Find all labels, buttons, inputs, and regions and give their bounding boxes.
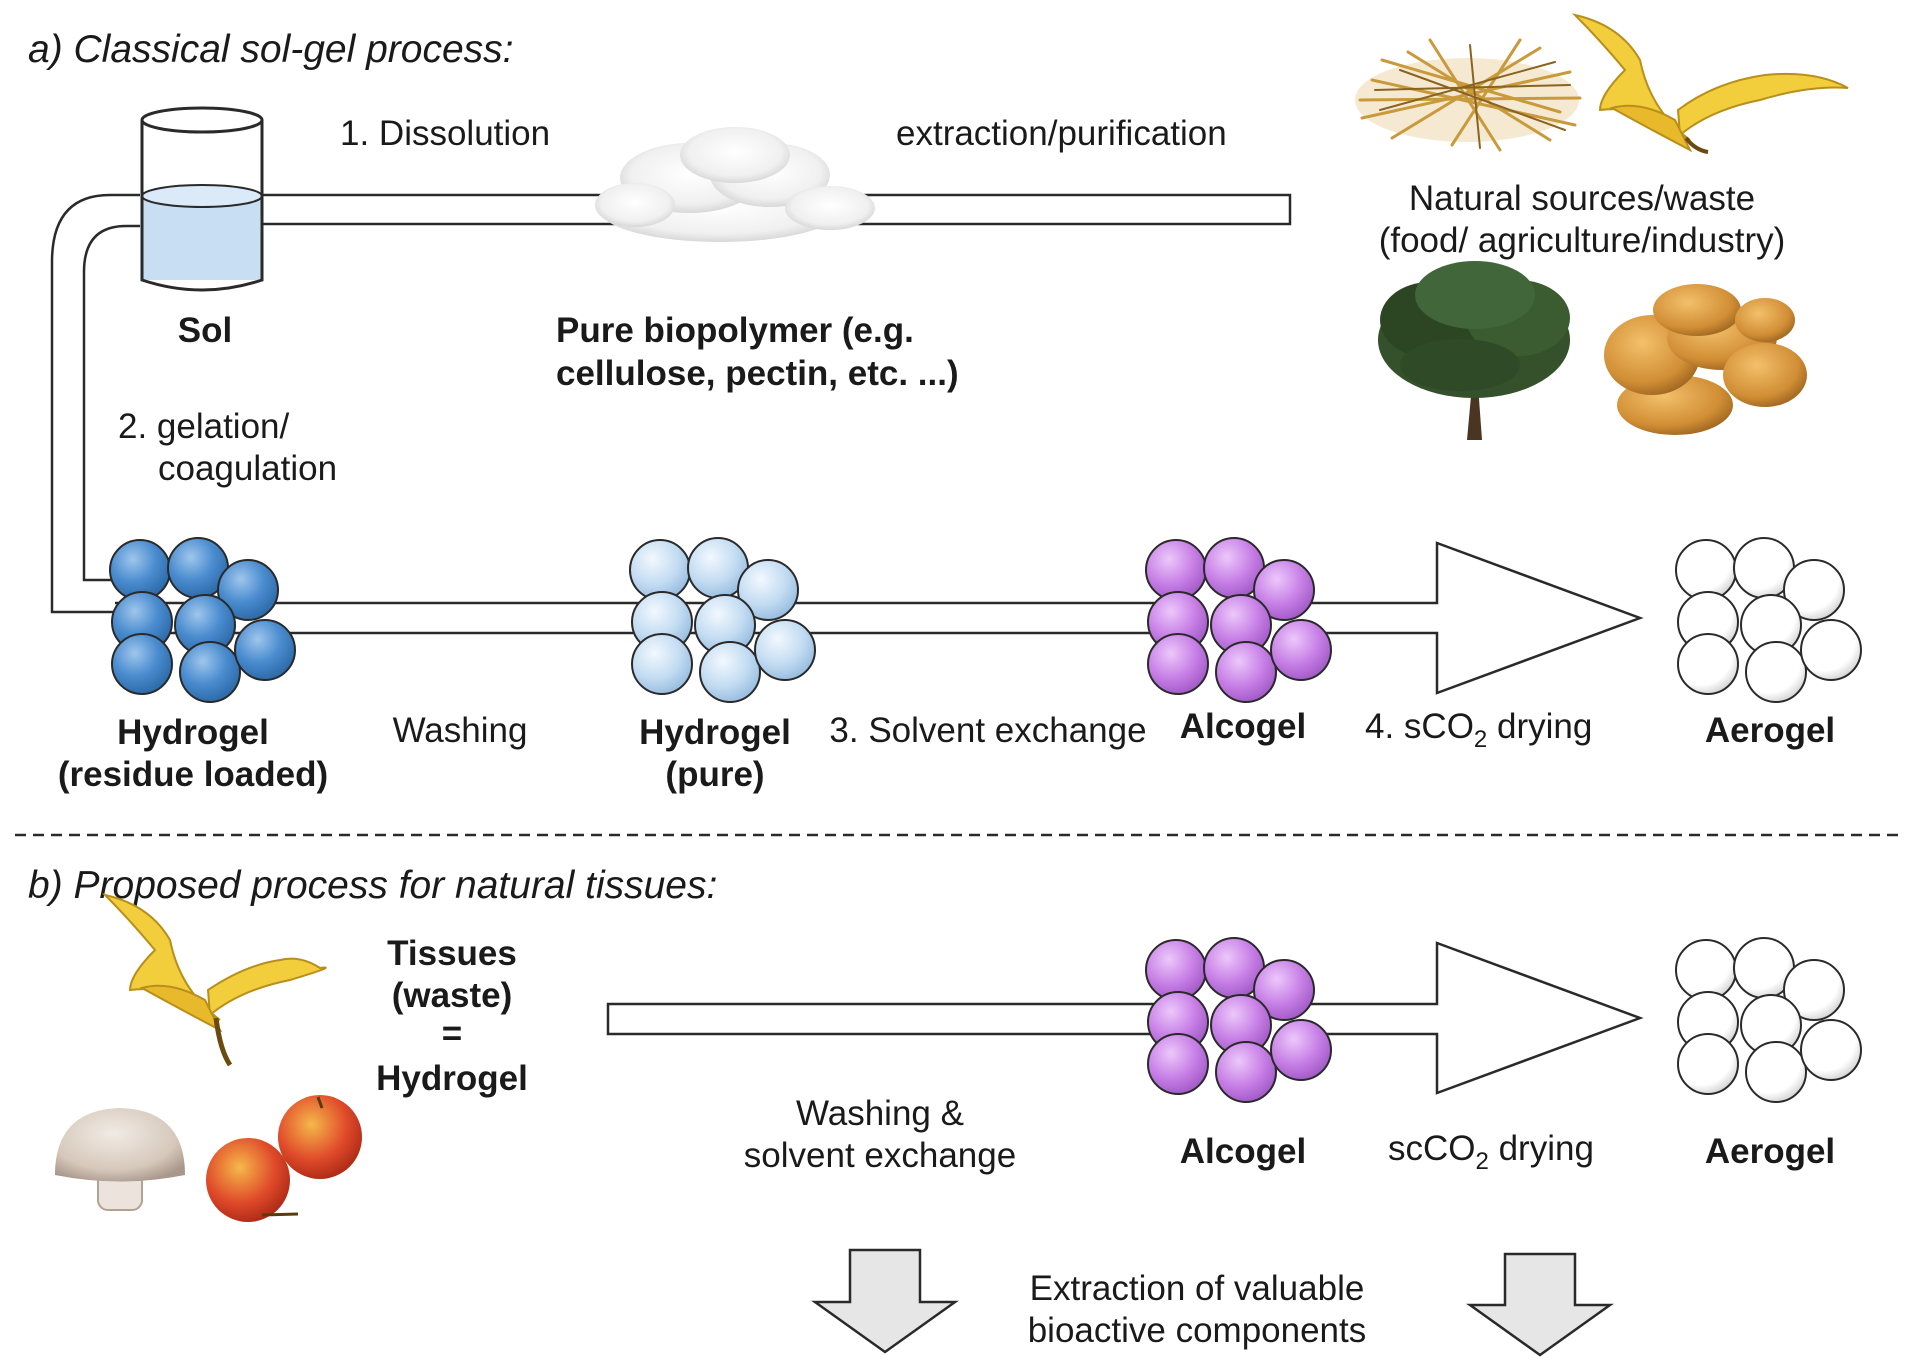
extraction-components-label-line1: Extraction of valuable (1030, 1269, 1365, 1308)
down-arrow-left (811, 1248, 959, 1354)
pure-biopolymer-label-line2: cellulose, pectin, etc. ...) (556, 354, 959, 393)
sol-label: Sol (178, 311, 232, 350)
washing-solvent-label-line2: solvent exchange (744, 1136, 1016, 1175)
hydrogel-pure-label-line2: (pure) (665, 755, 764, 794)
gelation-step-label-line2: coagulation (158, 449, 337, 488)
hydrogel-residue-label-line2: (residue loaded) (58, 755, 328, 794)
hydrogel-residue-cluster (109, 537, 296, 703)
drying-step-suffix: drying (1487, 707, 1592, 746)
tissues-label-line4: Hydrogel (376, 1059, 528, 1098)
tree-image-icon (1378, 261, 1570, 440)
gelation-step-label-line1: 2. gelation/ (118, 407, 290, 446)
drying-step-subscript-b: 2 (1476, 1148, 1489, 1175)
tissues-label-line2: (waste) (392, 976, 513, 1015)
extraction-label: extraction/purification (896, 114, 1227, 153)
apples-image-icon (206, 1095, 362, 1222)
tissues-label-line1: Tissues (387, 934, 517, 973)
alcogel-label-b: Alcogel (1180, 1132, 1306, 1171)
mushroom-image-icon (55, 1108, 185, 1211)
aerogel-cluster-b (1675, 937, 1862, 1103)
aerogel-cluster-a (1675, 537, 1862, 703)
drying-step-prefix: 4. sCO (1365, 707, 1474, 746)
alcogel-label-a: Alcogel (1180, 707, 1306, 746)
hydrogel-residue-label-line1: Hydrogel (117, 713, 269, 752)
drying-arrow-a (1310, 541, 1644, 695)
washing-label: Washing (393, 711, 528, 750)
aerogel-label-b: Aerogel (1705, 1132, 1835, 1171)
sol-beaker-icon (140, 106, 264, 292)
drying-arrow-b (1310, 941, 1644, 1095)
banana-peel-image-icon-b (101, 893, 327, 1067)
drying-step-subscript: 2 (1474, 726, 1487, 753)
section-b-title: b) Proposed process for natural tissues: (28, 864, 717, 907)
tissues-label-line3: = (442, 1014, 462, 1053)
washing-solvent-label-line1: Washing & (796, 1094, 964, 1133)
gelation-tube (50, 193, 140, 614)
banana-peel-image-icon (1571, 13, 1849, 154)
process-tube-b (606, 1002, 1200, 1036)
extraction-components-label-line2: bioactive components (1028, 1311, 1367, 1350)
dissolution-step-label: 1. Dissolution (340, 114, 550, 153)
straw-image-icon (1355, 38, 1582, 152)
drying-step-label-a: 4. sCO2 drying (1365, 707, 1592, 753)
hydrogel-pure-label-line1: Hydrogel (639, 713, 791, 752)
solvent-exchange-step-label: 3. Solvent exchange (829, 711, 1146, 750)
pure-biopolymer-label-line1: Pure biopolymer (e.g. (556, 311, 914, 350)
potatoes-image-icon (1604, 284, 1807, 435)
drying-step-prefix-b: scCO (1388, 1129, 1476, 1168)
section-a-title: a) Classical sol-gel process: (28, 28, 514, 71)
drying-step-suffix-b: drying (1489, 1129, 1594, 1168)
aerogel-label-a: Aerogel (1705, 711, 1835, 750)
alcogel-cluster-b (1145, 937, 1332, 1103)
down-arrow-right (1466, 1252, 1614, 1357)
natural-sources-label-line2: (food/ agriculture/industry) (1379, 221, 1786, 260)
hydrogel-pure-cluster (629, 537, 816, 703)
biopolymer-powder-icon (595, 127, 875, 242)
drying-step-label-b: scCO2 drying (1388, 1129, 1594, 1175)
alcogel-cluster-a (1145, 537, 1332, 703)
natural-sources-label-line1: Natural sources/waste (1409, 179, 1755, 218)
